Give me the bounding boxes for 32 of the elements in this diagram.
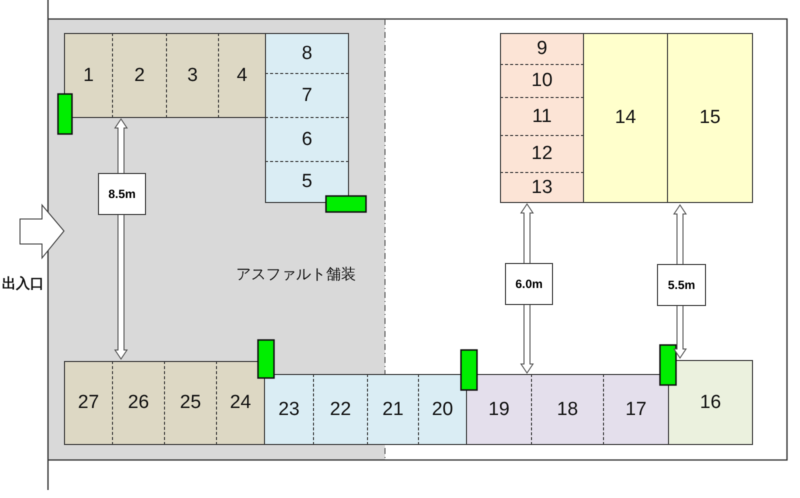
entrance-label: 出入口	[2, 275, 44, 293]
parking-space: 20	[419, 374, 466, 445]
parking-space: 14	[584, 33, 668, 203]
dimension-label: 5.5m	[657, 264, 706, 306]
parking-space: 2	[113, 33, 167, 118]
parking-space: 10	[500, 65, 584, 98]
parking-space: 16	[668, 360, 753, 445]
parking-space: 11	[500, 98, 584, 136]
parking-space: 25	[165, 361, 217, 445]
parking-space: 22	[314, 374, 368, 445]
parking-space: 8	[265, 33, 349, 74]
parking-space: 9	[500, 33, 584, 65]
parking-space: 26	[113, 361, 165, 445]
parking-space: 1	[64, 33, 113, 118]
parking-space: 23	[265, 374, 314, 445]
parking-space: 24	[217, 361, 265, 445]
parking-space: 6	[265, 118, 349, 162]
parking-space: 4	[219, 33, 265, 118]
parking-space: 15	[668, 33, 753, 203]
parking-space: 27	[64, 361, 113, 445]
parking-space: 5	[265, 162, 349, 203]
surface-label: アスファルト舗装	[236, 265, 356, 284]
parking-space: 19	[466, 374, 532, 445]
parking-space: 21	[368, 374, 419, 445]
parking-space: 7	[265, 74, 349, 118]
parking-space: 3	[167, 33, 219, 118]
parking-space: 18	[532, 374, 604, 445]
parking-space: 13	[500, 173, 584, 203]
parking-space: 17	[604, 374, 668, 445]
dimension-label: 6.0m	[505, 263, 553, 305]
dimension-label: 8.5m	[98, 173, 146, 215]
parking-space: 12	[500, 136, 584, 173]
